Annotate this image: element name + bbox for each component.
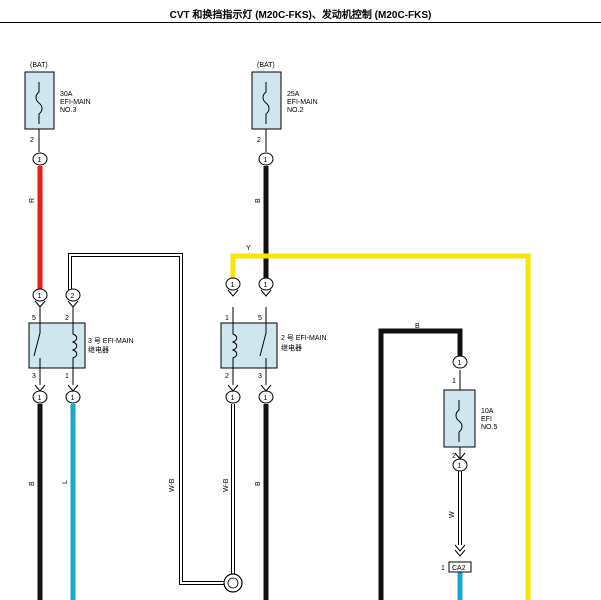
connector-ca2: CA2 1 [441,544,472,573]
connector-fuse2-bottom: 1 [258,152,274,166]
fuse-2-name1: EFI-MAIN [287,99,318,106]
fuse-3-rating: 10A [481,408,494,415]
svg-text:1: 1 [264,395,268,402]
page-header: CVT 和换挡指示灯 (M20C-FKS)、发动机控制 (M20C-FKS) [0,0,601,23]
relay-3-label2: 继电器 [88,345,109,354]
svg-text:1: 1 [231,395,235,402]
wire-label-b-left: B [29,481,36,486]
relay-3-switch-icon [33,323,41,368]
relay-3-label1: 3 号 EFI-MAIN [88,337,134,345]
page-title: CVT 和换挡指示灯 (M20C-FKS)、发动机控制 (M20C-FKS) [169,10,432,21]
fuse-2-name2: NO.2 [287,107,303,114]
relay-3-pin-bl: 3 [32,373,36,380]
relay-2-coil-icon [231,323,238,368]
wire-b-efi [378,328,463,600]
svg-text:1: 1 [38,395,42,402]
fuse-2-pin: 2 [257,137,261,144]
relay-2-label2: 继电器 [281,343,302,352]
fuse-1-name1: EFI-MAIN [60,99,91,106]
svg-text:1: 1 [264,282,268,289]
connector-relay3-pin5: 1 [32,288,48,308]
svg-text:1: 1 [264,157,268,164]
wire-y [230,253,531,600]
connector-relay2-pin3: 1 [258,384,274,404]
svg-text:1: 1 [231,282,235,289]
wire-wb-loop-outer [68,253,224,585]
connector-relay2-pin1: 1 [225,277,241,297]
svg-text:1: 1 [38,293,42,300]
wire-label-l: L [62,480,69,484]
wire-label-wb-loop: W-B [169,478,176,492]
fuse-1-name2: NO.3 [60,107,76,114]
ground-splice-icon [223,573,243,593]
connector-ca2-name: CA2 [452,565,466,572]
fuse-3-pin-bottom: 2 [452,453,456,460]
svg-text:2: 2 [71,293,75,300]
relay-2-label1: 2 号 EFI-MAIN [281,334,327,342]
wire-wb-loop-inner [69,254,224,584]
wire-label-r: R [29,198,36,203]
fuse-1-pin: 2 [30,137,34,144]
svg-text:1: 1 [38,157,42,164]
fuse-2-rating: 25A [287,91,300,98]
connector-fuse1-bottom: 1 [32,152,48,166]
wire-label-wb: W-B [223,478,230,492]
wire-label-w: W [449,511,456,518]
connector-relay3-pin1: 1 [65,384,81,404]
connector-relay3-pin3: 1 [32,384,48,404]
relay-2-box [220,322,278,369]
wire-label-b-right: B [255,481,262,486]
connector-efi-top: 1 [452,355,468,369]
connector-efi-bottom: 1 [452,452,468,472]
fuse-1-icon [35,82,43,124]
svg-text:1: 1 [71,395,75,402]
relay-2-switch-icon [259,323,267,368]
connector-relay2-pin5: 1 [258,277,274,297]
wire-label-b-efi: B [415,323,420,330]
wire-label-b-top: B [255,198,262,203]
wire-label-y: Y [246,245,251,252]
relay-2-pin-br: 3 [258,373,262,380]
svg-text:1: 1 [458,463,462,470]
fuse-3-name2: NO.5 [481,424,497,431]
fuse-3-name1: EFI [481,416,492,423]
relay-3-coil-icon [71,323,78,368]
fuse-2-icon [262,82,270,124]
fuse-3-pin-top: 1 [452,378,456,385]
relay-2-pin-bl: 2 [225,373,229,380]
relay-3-box [28,322,86,369]
fuse-2-source: (BAT) [257,62,275,69]
relay-2-pin-tl: 1 [225,315,229,322]
fuse-1-rating: 30A [60,91,73,98]
relay-2-pin-tr: 5 [258,315,262,322]
relay-3-pin-tr: 2 [65,315,69,322]
svg-text:1: 1 [458,360,462,367]
fuse-1-source: (BAT) [30,62,48,69]
relay-3-pin-tl: 5 [32,315,36,322]
relay-3-pin-br: 1 [65,373,69,380]
connector-relay2-pin2: 1 [225,384,241,404]
fuse-3-icon [455,400,463,442]
connector-relay3-pin2: 2 [65,288,81,308]
connector-ca2-pin: 1 [441,565,445,572]
